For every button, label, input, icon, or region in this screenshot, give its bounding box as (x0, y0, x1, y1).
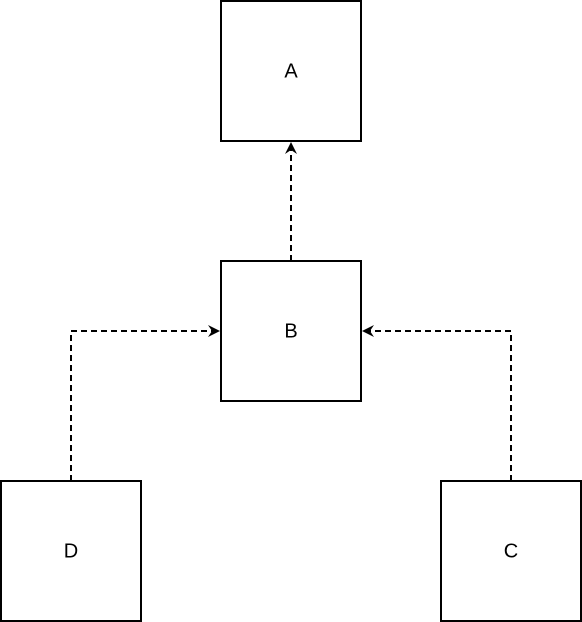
node-a[interactable]: A (220, 0, 362, 142)
node-a-box (220, 0, 362, 142)
node-a-label: A (284, 60, 298, 82)
node-d-box (0, 480, 142, 622)
node-b-label: B (284, 320, 297, 342)
node-d-label: D (64, 540, 78, 562)
node-d[interactable]: D (0, 480, 142, 622)
node-b-box (220, 260, 362, 402)
node-c[interactable]: C (440, 480, 582, 622)
edge-d-to-b (70, 325, 220, 481)
node-b[interactable]: B (220, 260, 362, 402)
edge-c-to-b (362, 325, 512, 481)
node-c-label: C (504, 540, 518, 562)
node-c-box (440, 480, 582, 622)
